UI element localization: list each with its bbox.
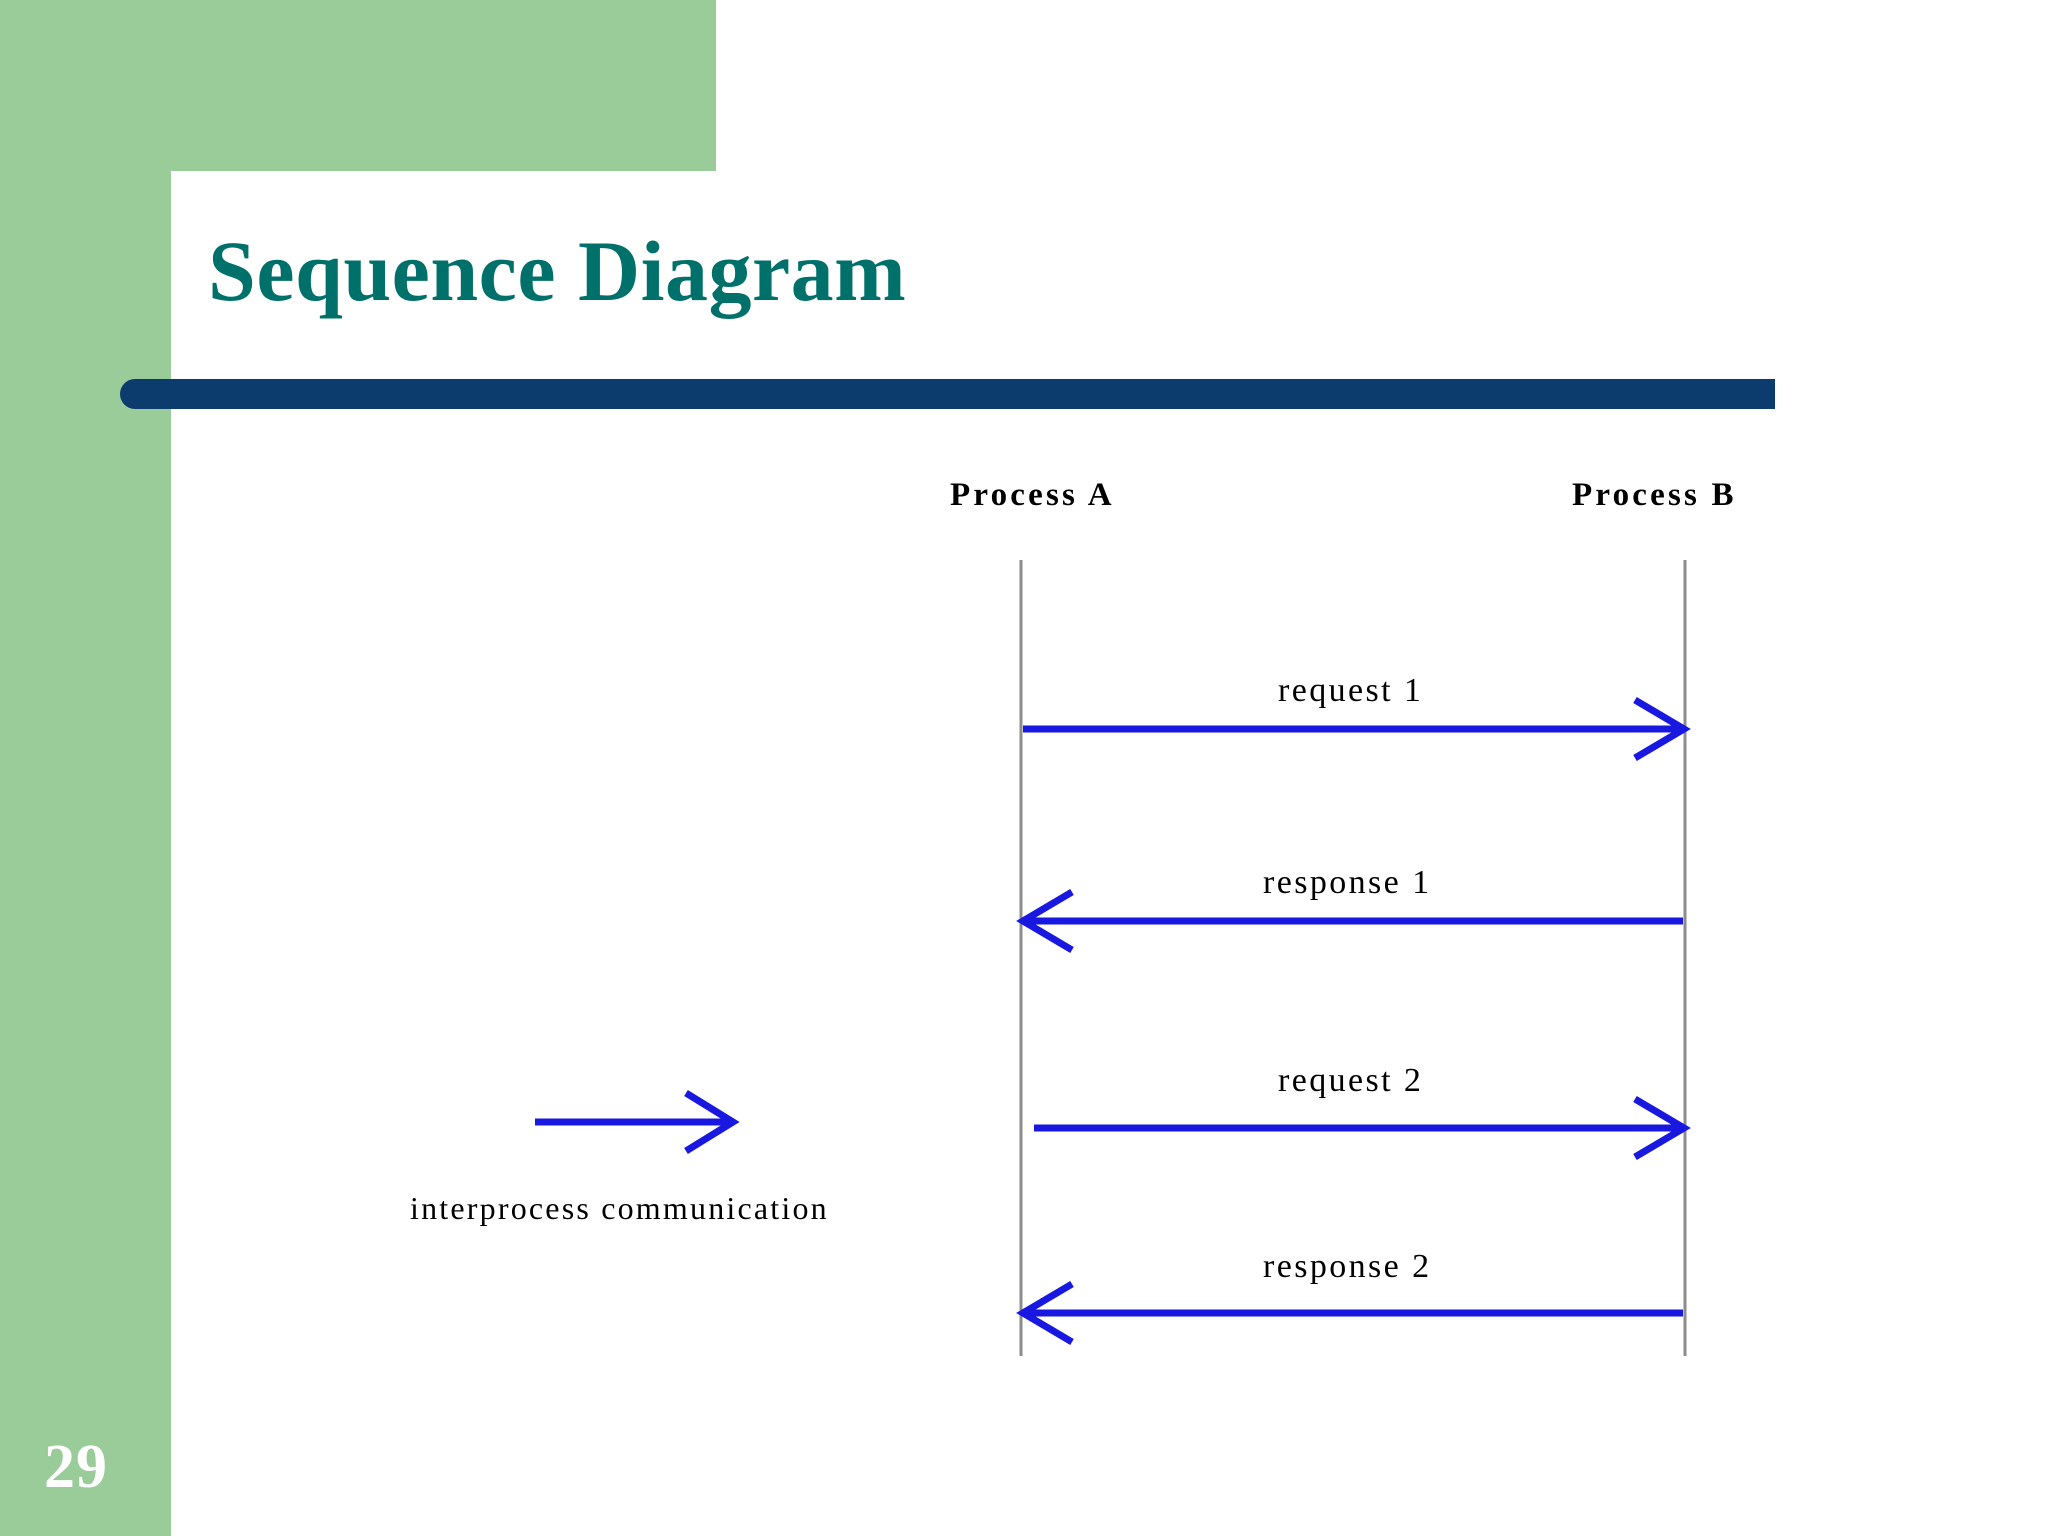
- message-label-response-2: response 2: [1263, 1248, 1432, 1285]
- message-label-request-1: request 1: [1278, 672, 1424, 709]
- message-label-response-1: response 1: [1263, 864, 1432, 901]
- title-divider-bar: [120, 379, 1775, 409]
- green-top-block: [0, 0, 716, 171]
- participant-label-process-a: Process A: [950, 477, 1115, 513]
- page-number: 29: [44, 1433, 108, 1501]
- white-content-panel: [171, 171, 2048, 1536]
- page-title: Sequence Diagram: [208, 223, 907, 319]
- legend-caption: interprocess communication: [410, 1190, 829, 1226]
- message-label-request-2: request 2: [1278, 1062, 1424, 1099]
- participant-label-process-b: Process B: [1572, 477, 1737, 513]
- green-left-band: [0, 0, 171, 1536]
